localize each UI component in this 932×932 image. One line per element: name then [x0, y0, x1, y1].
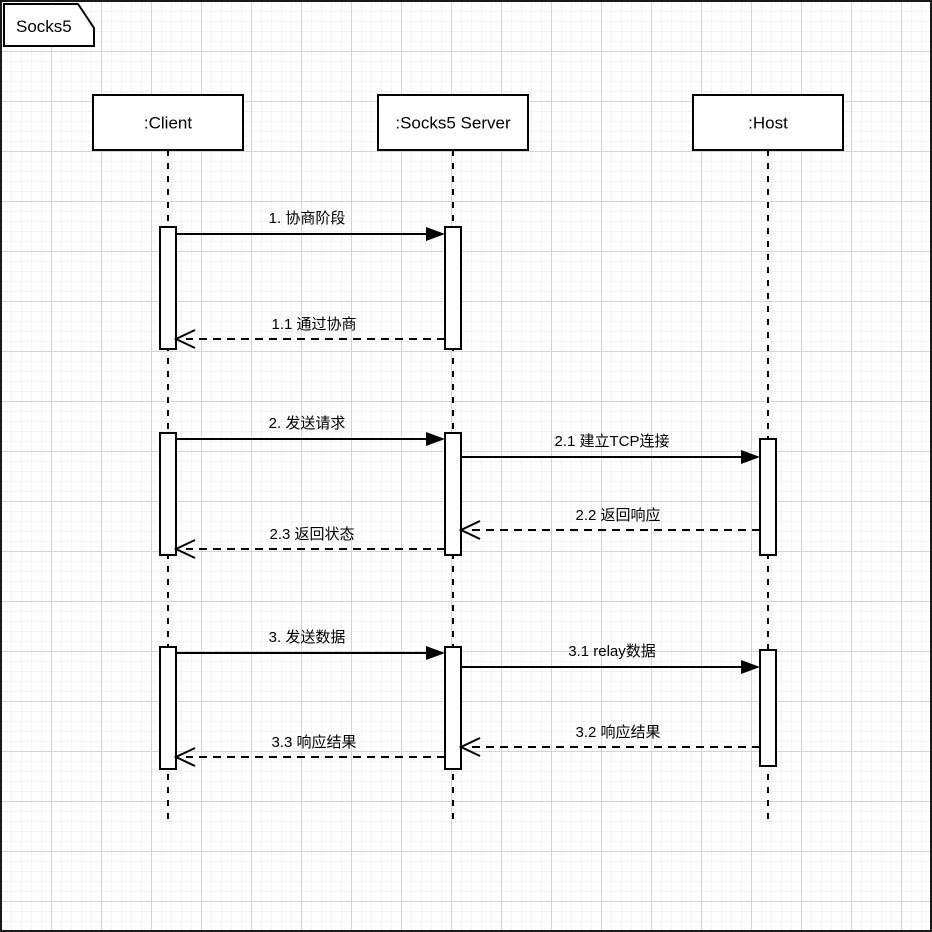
activation-server-1	[444, 226, 462, 350]
message-1-arrowhead	[426, 227, 445, 241]
message-3-3-label: 3.3 响应结果	[271, 733, 356, 751]
message-3[interactable]: 3. 发送数据	[176, 629, 445, 660]
activation-host-3	[759, 649, 777, 767]
activation-client-2	[159, 432, 177, 556]
message-3-3-arrowhead	[173, 747, 196, 767]
lifeline-host[interactable]: :Host	[692, 94, 844, 820]
message-2-3-arrowhead	[173, 539, 196, 559]
lifeline-host-label: :Host	[748, 113, 788, 132]
lifeline-client-box[interactable]	[92, 94, 244, 151]
message-2-2[interactable]: 2.2 返回响应	[458, 506, 760, 540]
message-2-label: 2. 发送请求	[269, 415, 346, 432]
frame-tab-label: Socks5	[16, 17, 72, 36]
lifeline-host-box[interactable]	[692, 94, 844, 151]
lifeline-server-box[interactable]	[377, 94, 529, 151]
message-2-arrowhead	[426, 432, 445, 446]
message-1-1[interactable]: 1.1 通过协商	[173, 316, 445, 349]
message-2-1-arrowhead	[741, 450, 760, 464]
message-2-3[interactable]: 2.3 返回状态	[173, 526, 445, 559]
activation-client-3	[159, 646, 177, 770]
message-2[interactable]: 2. 发送请求	[176, 415, 445, 446]
message-3-2[interactable]: 3.2 响应结果	[458, 723, 760, 757]
lifeline-server[interactable]: :Socks5 Server	[377, 94, 529, 820]
message-2-1-label: 2.1 建立TCP连接	[554, 433, 669, 450]
message-2-3-label: 2.3 返回状态	[269, 526, 354, 543]
message-3-2-label: 3.2 响应结果	[575, 723, 660, 741]
message-1-1-arrowhead	[173, 329, 196, 349]
lifeline-client-label: :Client	[144, 113, 192, 132]
frame-tab: Socks5	[3, 3, 95, 47]
message-3-1-label: 3.1 relay数据	[568, 643, 656, 660]
activation-host-2	[759, 438, 777, 556]
message-3-3[interactable]: 3.3 响应结果	[173, 733, 445, 767]
message-1-1-label: 1.1 通过协商	[271, 316, 356, 333]
message-2-2-arrowhead	[458, 520, 481, 540]
message-3-arrowhead	[426, 646, 445, 660]
message-2-2-label: 2.2 返回响应	[575, 506, 660, 524]
activation-client-1	[159, 226, 177, 350]
activation-server-2	[444, 432, 462, 556]
lifeline-client[interactable]: :Client	[92, 94, 244, 820]
lifeline-server-label: :Socks5 Server	[395, 113, 511, 132]
frame-tab-shape	[3, 3, 95, 47]
message-3-1[interactable]: 3.1 relay数据	[461, 643, 760, 674]
message-3-2-arrowhead	[458, 737, 481, 757]
message-3-label: 3. 发送数据	[269, 629, 346, 646]
message-2-1[interactable]: 2.1 建立TCP连接	[461, 433, 760, 464]
message-1[interactable]: 1. 协商阶段	[176, 210, 445, 241]
message-1-label: 1. 协商阶段	[269, 210, 346, 227]
activation-server-3	[444, 646, 462, 770]
message-3-1-arrowhead	[741, 660, 760, 674]
